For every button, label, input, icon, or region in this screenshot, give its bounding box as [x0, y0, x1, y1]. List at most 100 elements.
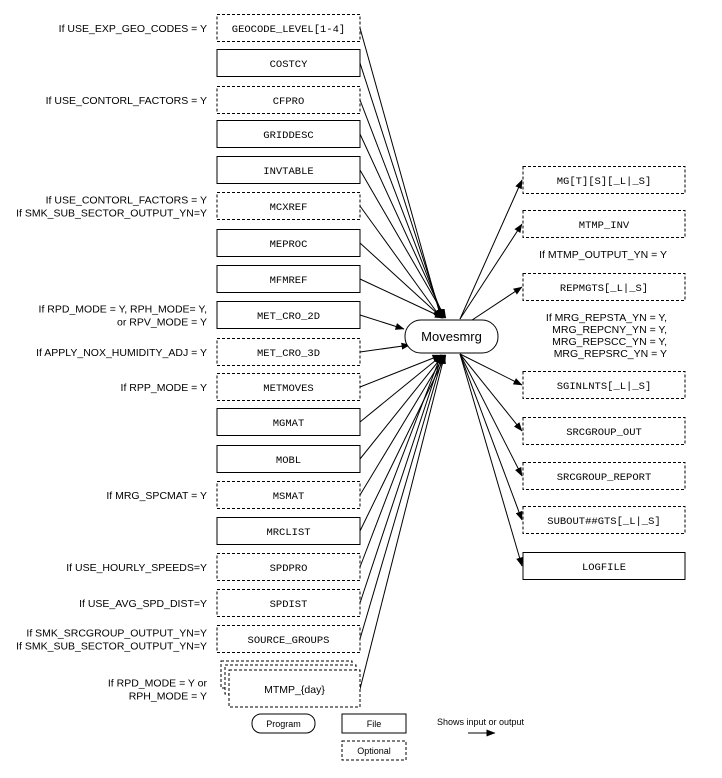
output-file-mg-t-s-l-s: MG[T][S][_L|_S] — [522, 166, 686, 194]
input-file-mobl: MOBL — [216, 445, 361, 473]
input-file-mgmat: MGMAT — [216, 408, 361, 436]
legend: Program File Optional Shows input or out… — [251, 713, 525, 761]
legend-file-label: File — [367, 719, 382, 729]
legend-optional-label: Optional — [357, 746, 391, 756]
input-arrow — [359, 354, 443, 423]
file-box — [216, 625, 361, 653]
output-arrow — [459, 223, 523, 320]
input-condition: or RPV_MODE = Y — [117, 317, 207, 329]
inputs-layer: GEOCODE_LEVEL[1-4] If USE_EXP_GEO_CODES =… — [16, 14, 361, 708]
arrows-layer — [359, 27, 523, 690]
file-box — [216, 14, 361, 42]
input-condition: If APPLY_NOX_HUMIDITY_ADJ = Y — [36, 347, 207, 359]
file-box — [216, 373, 361, 401]
file-box — [522, 371, 686, 399]
input-file-spdpro: SPDPRO — [216, 553, 361, 581]
input-arrow — [359, 354, 443, 604]
input-arrow — [359, 278, 444, 319]
file-box — [216, 338, 361, 366]
legend-optional: Optional — [341, 740, 407, 761]
input-file-label: CFPRO — [273, 96, 305, 108]
program-node: Movesmrg — [404, 319, 499, 354]
input-condition: If USE_HOURLY_SPEEDS=Y — [66, 562, 207, 574]
input-arrow — [359, 27, 443, 319]
file-box — [216, 481, 361, 509]
file-box — [216, 553, 361, 581]
file-box — [522, 166, 686, 194]
input-condition: If RPP_MODE = Y — [121, 382, 207, 394]
input-arrow — [359, 133, 446, 319]
input-arrow — [359, 354, 444, 460]
input-file-mcxref: MCXREF — [216, 192, 361, 220]
output-arrow — [459, 353, 523, 477]
output-file-logfile: LOGFILE — [522, 552, 686, 580]
file-box — [522, 462, 686, 490]
output-file-label: SUBOUT##GTS[_L|_S] — [547, 516, 660, 528]
input-file-label: MGMAT — [273, 418, 305, 430]
input-file-label: SPDPRO — [270, 563, 308, 575]
file-box — [522, 273, 686, 301]
input-file-label: INVTABLE — [263, 166, 313, 178]
output-condition: If MTMP_OUTPUT_YN = Y — [539, 249, 667, 261]
input-file-source-groups: SOURCE_GROUPS — [216, 625, 361, 653]
output-condition: MRG_REPSRC_YN = Y — [554, 348, 667, 360]
file-box — [216, 517, 361, 545]
input-condition: If SMK_SRCGROUP_OUTPUT_YN=Y — [26, 628, 207, 640]
file-box — [216, 49, 361, 77]
output-file-srcgroup-out: SRCGROUP_OUT — [522, 417, 686, 445]
input-arrow — [359, 354, 442, 568]
file-box — [522, 506, 686, 534]
output-file-subout-gts-l-s: SUBOUT##GTS[_L|_S] — [522, 506, 686, 534]
file-box — [522, 210, 686, 238]
input-arrow — [359, 342, 411, 353]
input-condition: If USE_AVG_SPD_DIST=Y — [79, 598, 207, 610]
input-file-msmat: MSMAT — [216, 481, 361, 509]
file-box — [216, 589, 361, 617]
input-file-label: MSMAT — [273, 491, 305, 503]
output-file-label: SGINLNTS[_L|_S] — [557, 381, 652, 393]
input-condition: RPH_MODE = Y — [129, 691, 207, 703]
input-condition: If USE_EXP_GEO_CODES = Y — [59, 23, 207, 35]
output-arrow — [459, 353, 523, 386]
legend-program: Program — [251, 713, 316, 734]
input-condition: If SMK_SUB_SECTOR_OUTPUT_YN=Y — [16, 208, 207, 220]
input-file-label: MET_CRO_3D — [257, 348, 320, 360]
input-file-mtmp-day: MTMP_{day} — [220, 660, 361, 708]
input-file-invtable: INVTABLE — [216, 156, 361, 184]
input-arrow — [359, 99, 444, 319]
input-arrow — [359, 354, 442, 388]
output-condition: If MRG_REPSTA_YN = Y, — [546, 312, 667, 324]
legend-arrow: Shows input or output — [437, 717, 525, 737]
input-file-met-cro-2d: MET_CRO_2D — [216, 301, 361, 329]
input-file-spdist: SPDIST — [216, 589, 361, 617]
input-file-geocode-level-1-4: GEOCODE_LEVEL[1-4] — [216, 14, 361, 42]
file-box — [228, 669, 361, 708]
input-file-mfmref: MFMREF — [216, 265, 361, 293]
input-file-label: COSTCY — [270, 59, 309, 71]
input-arrow — [359, 169, 447, 319]
outputs-layer: MG[T][S][_L|_S] MTMP_INV If MTMP_OUTPUT_YN… — [522, 166, 686, 580]
output-file-label: MTMP_INV — [579, 220, 630, 232]
output-file-label: SRCGROUP_REPORT — [557, 472, 652, 484]
file-box — [216, 301, 361, 329]
file-box — [216, 192, 361, 220]
legend-program-label: Program — [266, 719, 301, 729]
file-box — [216, 229, 361, 257]
output-arrow — [459, 353, 523, 521]
output-file-label: REPMGTS[_L|_S] — [560, 283, 648, 295]
input-file-label: MOBL — [276, 455, 301, 467]
output-file-label: SRCGROUP_OUT — [566, 427, 642, 439]
input-file-label: MFMREF — [270, 275, 308, 287]
output-file-mtmp-inv: MTMP_INV — [522, 210, 686, 238]
input-file-metmoves: METMOVES — [216, 373, 361, 401]
input-file-label: SOURCE_GROUPS — [248, 635, 330, 647]
output-arrow — [459, 353, 523, 567]
input-condition: If SMK_SUB_SECTOR_OUTPUT_YN=Y — [16, 641, 207, 653]
input-file-costcy: COSTCY — [216, 49, 361, 77]
input-file-cfpro: CFPRO — [216, 86, 361, 114]
input-file-label: MCXREF — [270, 202, 308, 214]
input-condition: If MRG_SPCMAT = Y — [106, 490, 207, 502]
output-file-label: MG[T][S][_L|_S] — [557, 176, 652, 188]
input-condition: If RPD_MODE = Y or — [108, 678, 208, 690]
